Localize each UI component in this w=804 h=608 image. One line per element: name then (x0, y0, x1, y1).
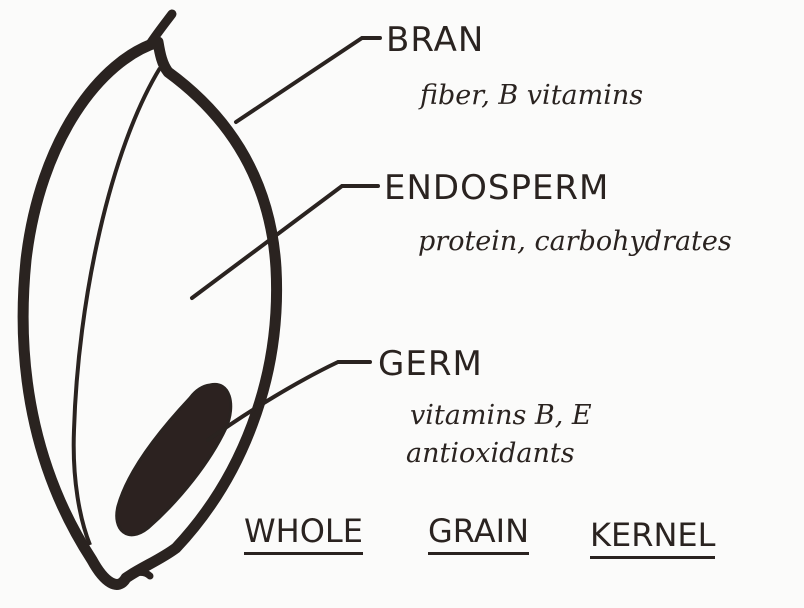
germ-shape (117, 384, 231, 534)
bran-leader-line (236, 38, 380, 122)
germ-leader-line (208, 362, 370, 440)
kernel-base (126, 572, 150, 578)
caption-word-grain: GRAIN (428, 512, 529, 555)
caption-word-whole: WHOLE (244, 512, 363, 555)
germ-label: GERM (378, 344, 483, 384)
caption-word-kernel: KERNEL (590, 516, 715, 559)
germ-detail-line1: vitamins B, E (410, 398, 592, 434)
endosperm-detail: protein, carbohydrates (418, 224, 732, 260)
endosperm-leader-line (192, 186, 378, 298)
germ-detail-line2: antioxidants (406, 436, 575, 472)
bran-detail: fiber, B vitamins (420, 78, 643, 114)
bran-label: BRAN (386, 20, 484, 60)
endosperm-label: ENDOSPERM (384, 168, 609, 208)
